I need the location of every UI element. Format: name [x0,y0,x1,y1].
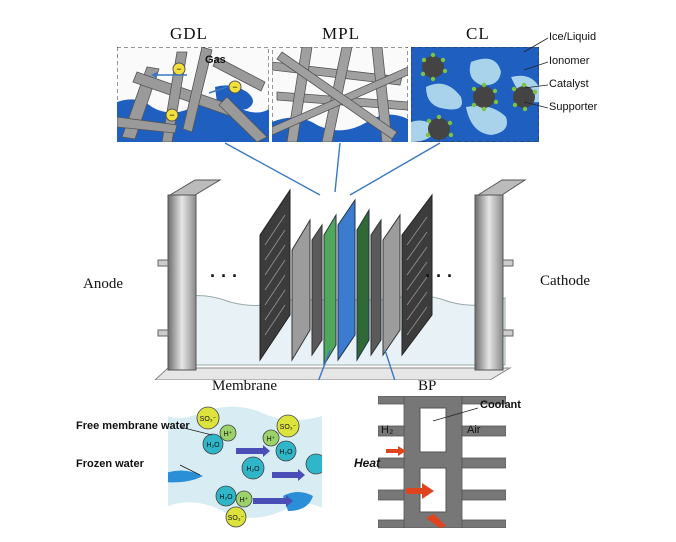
bp-heat-label: Heat [354,456,381,470]
cl-title: CL [466,24,490,43]
right-dots: · · · [425,266,453,286]
bp-air-label: Air [467,424,481,436]
h2o-label: H₂O [219,494,233,501]
hplus-label: H⁺ [224,431,233,438]
electron-icon: − − − [165,62,242,122]
svg-text:−: − [169,110,174,120]
hplus-label: H⁺ [240,497,249,504]
membrane-panel: SO₃⁻ H⁺ H₂O SO₃⁻ H⁺ H₂O H₂O H₂O H⁺ SO₃⁻ [168,396,322,528]
free-membrane-water-label: Free membrane water [76,420,190,432]
bp-title: BP [418,378,437,394]
anode-label: Anode [83,276,123,292]
legend-supporter: Supporter [549,101,598,113]
bp-h2-label: H₂ [381,424,394,436]
gdl-title: GDL [170,24,208,43]
fuel-cell-stack [154,142,527,380]
frozen-water-label: Frozen water [76,458,144,470]
cathode-label: Cathode [540,273,590,289]
membrane-title: Membrane [212,378,277,394]
legend-ionomer: Ionomer [549,55,590,67]
legend-leaders [523,37,549,109]
bp-panel [378,396,506,528]
h2o-label: H₂O [246,466,260,473]
hplus-label: H⁺ [267,436,276,443]
legend-catalyst: Catalyst [549,78,589,90]
svg-text:−: − [176,64,181,74]
so3-label: SO₃⁻ [228,515,245,522]
so3-label: SO₃⁻ [280,424,297,431]
mpl-title: MPL [322,24,360,43]
catalyst-particle-icon [420,52,538,140]
gdl-gas-label: Gas [205,54,226,66]
gdl-panel: − − − [117,47,269,142]
h2o-label: H₂O [206,442,220,449]
h2o-label: H₂O [279,449,293,456]
bp-coolant-label: Coolant [480,399,521,411]
so3-label: SO₃⁻ [200,416,217,423]
mpl-panel [272,47,408,142]
left-dots: · · · [210,266,238,286]
cl-panel [411,47,539,142]
legend-ice-liquid: Ice/Liquid [549,31,597,43]
membrane-leaders [180,426,213,476]
svg-text:−: − [232,82,237,92]
